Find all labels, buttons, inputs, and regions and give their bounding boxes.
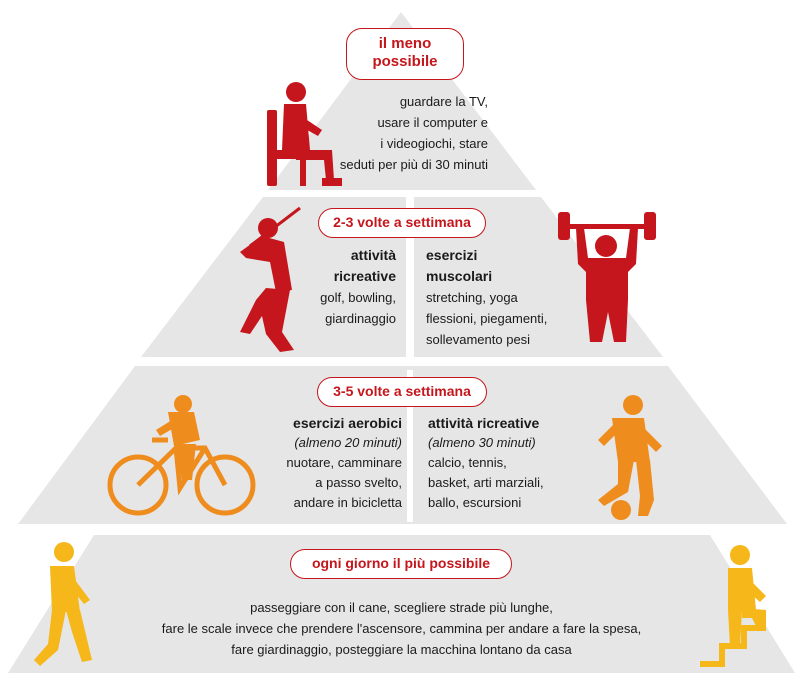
tier-top-label-line2: possibile	[372, 53, 438, 70]
tier-top-label-line1: il meno	[378, 35, 432, 52]
tier-top-line: usare il computer e	[377, 115, 488, 130]
tier-second-right-line: flessioni, piegamenti,	[426, 311, 548, 326]
tier-third-label: 3-5 volte a settimana	[317, 377, 487, 407]
tier-third-left-title: esercizi aerobici	[293, 415, 402, 431]
tier-second-label: 2-3 volte a settimana	[318, 208, 486, 238]
tier-top-text: guardare la TV, usare il computer e i vi…	[324, 91, 488, 175]
tier-top-shape	[268, 12, 536, 190]
tier-second-right-title: muscolari	[426, 268, 493, 284]
tier-third-left-note: (almeno 20 minuti)	[294, 435, 402, 450]
stair-climber-icon	[700, 545, 766, 667]
golfer-icon	[240, 206, 301, 352]
tier-second-left-text: attività ricreative golf, bowling, giard…	[296, 245, 396, 329]
tier-third-right-text: attività ricreative (almeno 30 minuti) c…	[428, 413, 578, 513]
sitting-person-icon	[267, 82, 342, 186]
tier-third-right-title: attività ricreative	[428, 415, 540, 431]
tier-base-line: fare giardinaggio, posteggiare la macchi…	[231, 642, 572, 657]
tier-base-line: fare le scale invece che prendere l'asce…	[161, 621, 642, 636]
tier-second-right-title: esercizi	[426, 247, 478, 263]
tier-second-left-line: giardinaggio	[325, 311, 396, 326]
tier-base-label: ogni giorno il più possibile	[290, 549, 512, 579]
tier-third-left-line: andare in bicicletta	[293, 495, 402, 510]
tier-third-left-line: nuotare, camminare	[286, 455, 402, 470]
tier-second-left-line: golf, bowling,	[320, 290, 396, 305]
soccer-player-icon	[598, 395, 662, 520]
tier-third-right-note: (almeno 30 minuti)	[428, 435, 536, 450]
tier-top-line: guardare la TV,	[399, 94, 488, 109]
tier-base-text: passeggiare con il cane, scegliere strad…	[120, 597, 683, 660]
tier-second-right-line: sollevamento pesi	[426, 332, 531, 347]
tier-base-line: passeggiare con il cane, scegliere strad…	[250, 600, 553, 615]
walking-person-icon	[34, 542, 92, 666]
tier-base-shape	[8, 535, 795, 673]
tier-top-line: i videogiochi, stare	[380, 136, 488, 151]
cyclist-icon	[107, 395, 256, 516]
tier-third-right-line: ballo, escursioni	[428, 495, 522, 510]
tier-second-left-title: ricreative	[333, 268, 396, 284]
tier-second-right-line: stretching, yoga	[426, 290, 518, 305]
tier-third-shape	[18, 366, 787, 524]
tier-second-left-title: attività	[350, 247, 396, 263]
tier-second-right-text: esercizi muscolari stretching, yoga fles…	[426, 245, 566, 350]
weightlifter-icon	[558, 212, 656, 342]
tier-third-left-line: a passo svelto,	[315, 475, 402, 490]
tier-top-label: il meno possibile	[346, 28, 464, 80]
tier-third-right-line: basket, arti marziali,	[428, 475, 544, 490]
tier-third-right-line: calcio, tennis,	[428, 455, 507, 470]
tier-top-line: seduti per più di 30 minuti	[339, 157, 488, 172]
tier-third-left-text: esercizi aerobici (almeno 20 minuti) nuo…	[256, 413, 402, 513]
